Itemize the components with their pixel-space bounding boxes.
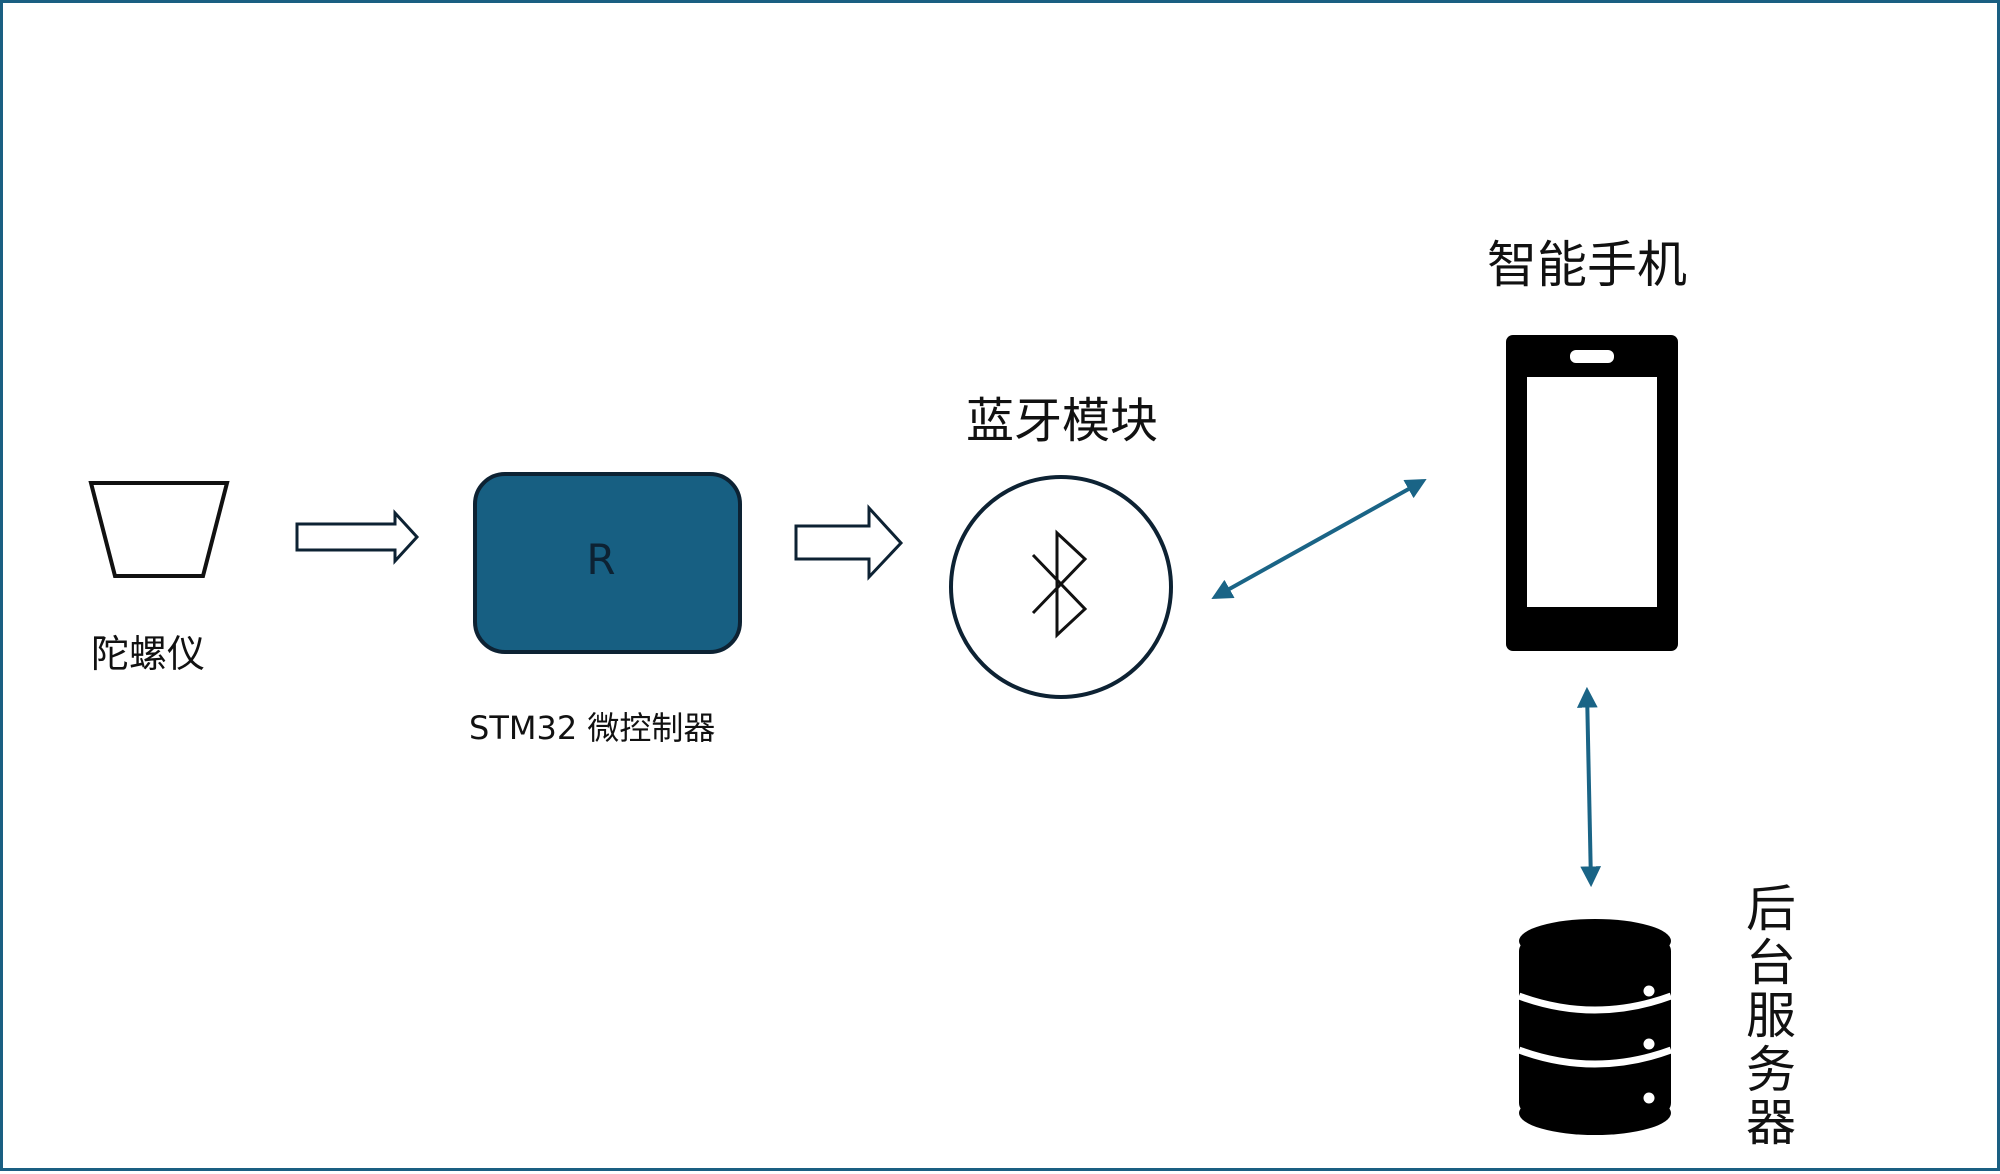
gyroscope-icon <box>88 481 230 578</box>
gyroscope-label: 陀螺仪 <box>91 632 206 676</box>
bluetooth-label: 蓝牙模块 <box>966 393 1159 449</box>
mcu-chip-text: R <box>586 535 615 584</box>
system-diagram: R <box>88 335 1678 1135</box>
arrow-gyro-to-mcu <box>295 509 420 565</box>
server-label: 后台服务器 <box>1746 880 1796 1152</box>
arrow-mcu-to-bluetooth <box>794 504 904 581</box>
database-server-icon <box>1517 919 1673 1135</box>
smartphone-label: 智能手机 <box>1487 236 1687 294</box>
mcu-chip: R <box>473 472 742 654</box>
bluetooth-icon <box>949 475 1173 699</box>
mcu-label: STM32 微控制器 <box>469 709 716 747</box>
link-bluetooth-phone <box>1211 478 1427 600</box>
link-phone-server <box>1576 686 1602 888</box>
smartphone-icon <box>1506 335 1678 651</box>
